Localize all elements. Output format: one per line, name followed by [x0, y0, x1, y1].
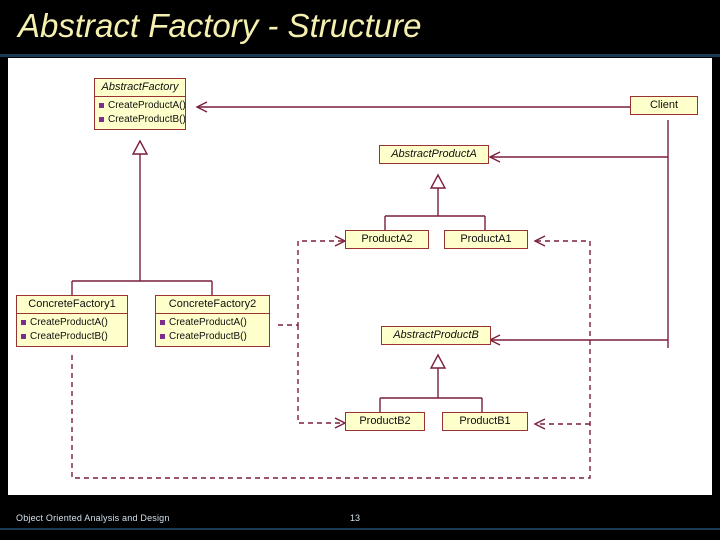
operation-item: CreateProductA(): [159, 316, 269, 330]
footer-divider: [0, 528, 720, 530]
class-box-abstract-product-a[interactable]: AbstractProductA: [379, 145, 489, 164]
class-name: ProductA2: [361, 233, 413, 245]
class-box-product-b2[interactable]: ProductB2: [345, 412, 425, 431]
class-divider: [156, 313, 269, 314]
relationship-lines: [71, 101, 669, 479]
class-name: AbstractFactory: [101, 81, 179, 93]
class-box-product-a2[interactable]: ProductA2: [345, 230, 429, 249]
class-name: ProductB1: [459, 415, 511, 427]
class-box-abstract-product-b[interactable]: AbstractProductB: [381, 326, 491, 345]
class-box-product-b1[interactable]: ProductB1: [442, 412, 528, 431]
class-box-client[interactable]: Client: [630, 96, 698, 115]
footer-course-label: Object Oriented Analysis and Design: [16, 513, 170, 523]
operation-item: CreateProductA(): [98, 99, 186, 113]
class-name: ProductA1: [460, 233, 512, 245]
class-divider: [95, 96, 185, 97]
operation-item: CreateProductB(): [98, 113, 186, 127]
operation-item: CreateProductB(): [159, 330, 269, 344]
class-box-concrete-factory-1[interactable]: ConcreteFactory1 CreateProductA() Create…: [16, 295, 128, 347]
operation-item: CreateProductB(): [20, 330, 127, 344]
class-box-product-a1[interactable]: ProductA1: [444, 230, 528, 249]
class-name: AbstractProductA: [391, 148, 477, 160]
operation-list: CreateProductA() CreateProductB(): [95, 97, 186, 129]
title-divider: [0, 54, 720, 57]
class-name: ConcreteFactory1: [28, 298, 116, 310]
class-name: ConcreteFactory2: [168, 298, 257, 310]
class-name: AbstractProductB: [393, 329, 479, 341]
operation-list: CreateProductA() CreateProductB(): [17, 314, 127, 346]
diagram-canvas: AbstractFactory CreateProductA() CreateP…: [8, 58, 712, 495]
class-box-abstract-factory[interactable]: AbstractFactory CreateProductA() CreateP…: [94, 78, 186, 130]
class-name: Client: [649, 99, 679, 111]
class-name: ProductB2: [359, 415, 411, 427]
title-bar: Abstract Factory - Structure: [0, 0, 720, 57]
page-title: Abstract Factory - Structure: [18, 7, 422, 44]
operation-item: CreateProductA(): [20, 316, 127, 330]
class-box-concrete-factory-2[interactable]: ConcreteFactory2 CreateProductA() Create…: [155, 295, 270, 347]
operation-list: CreateProductA() CreateProductB(): [156, 314, 269, 346]
footer-page-number: 13: [350, 513, 361, 523]
class-divider: [17, 313, 127, 314]
